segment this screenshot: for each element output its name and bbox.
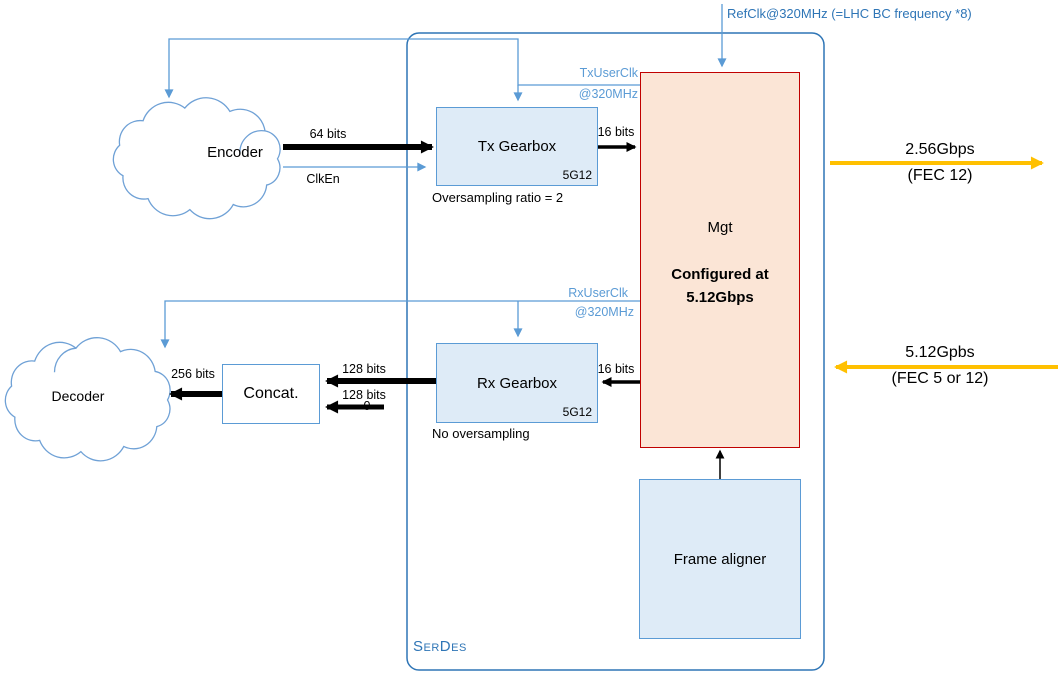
bus-64bits-label: 64 bits [309,127,347,141]
mgt-config-line1: Configured at [671,266,769,283]
rxuserclk-wire-to-decoder [160,300,640,349]
decoder-cloud-shape [5,338,170,461]
tx-gearbox-block: Tx Gearbox 5G12 [436,107,598,186]
concat-block: Concat. [222,364,320,424]
rx-gearbox-corner-tag: 5G12 [562,405,592,419]
encoder-label: Encoder [207,144,263,161]
serdes-boundary [406,32,825,671]
tx-fec-label: (FEC 12) [907,167,973,184]
clken-label: ClkEn [306,172,340,186]
rx-gearbox-note: No oversampling [432,426,530,441]
zero-pad-label: 0 [363,399,371,413]
frame-aligner-block: Frame aligner [639,479,801,639]
encoder-cloud-shape [113,98,280,219]
rxuserclk-label-line1: RxUserClk [568,286,628,300]
txuserclk-label-line1: TxUserClk [579,66,638,80]
rx-fec-label: (FEC 5 or 12) [891,370,989,387]
mgt-config-line2: 5.12Gbps [686,289,754,306]
txuserclk-wire-to-encoder [164,38,640,99]
bus-256bits-label: 256 bits [171,367,215,381]
refclk-label: RefClk@320MHz (=LHC BC frequency *8) [727,6,972,21]
tx-gearbox-title: Tx Gearbox [477,138,557,155]
mgt-config-text: Configured at 5.12Gbps [641,263,799,309]
tx-rate-label: 2.56Gbps [905,141,975,158]
frame-aligner-title: Frame aligner [673,550,767,568]
bus-16bits-rx-label: 16 bits [597,362,635,376]
rx-gearbox-title: Rx Gearbox [476,374,558,392]
mgt-block: Mgt Configured at 5.12Gbps [640,72,800,448]
tx-gearbox-corner-tag: 5G12 [562,168,592,182]
tx-gearbox-note: Oversampling ratio = 2 [432,190,564,205]
rxuserclk-label-line2: @320MHz [574,305,634,319]
concat-title: Concat. [243,385,299,402]
serdes-caption: SerDes [413,638,467,655]
mgt-title: Mgt [707,219,733,236]
rx-gearbox-block: Rx Gearbox 5G12 [436,343,598,423]
decoder-label: Decoder [51,388,105,404]
rx-rate-label: 5.12Gpbs [905,344,975,361]
bus-16bits-tx-label: 16 bits [597,125,635,139]
bus-128bits-upper-label: 128 bits [342,362,386,376]
txuserclk-label-line2: @320MHz [578,87,638,101]
bus-128bits-lower-label: 128 bits [342,388,386,402]
